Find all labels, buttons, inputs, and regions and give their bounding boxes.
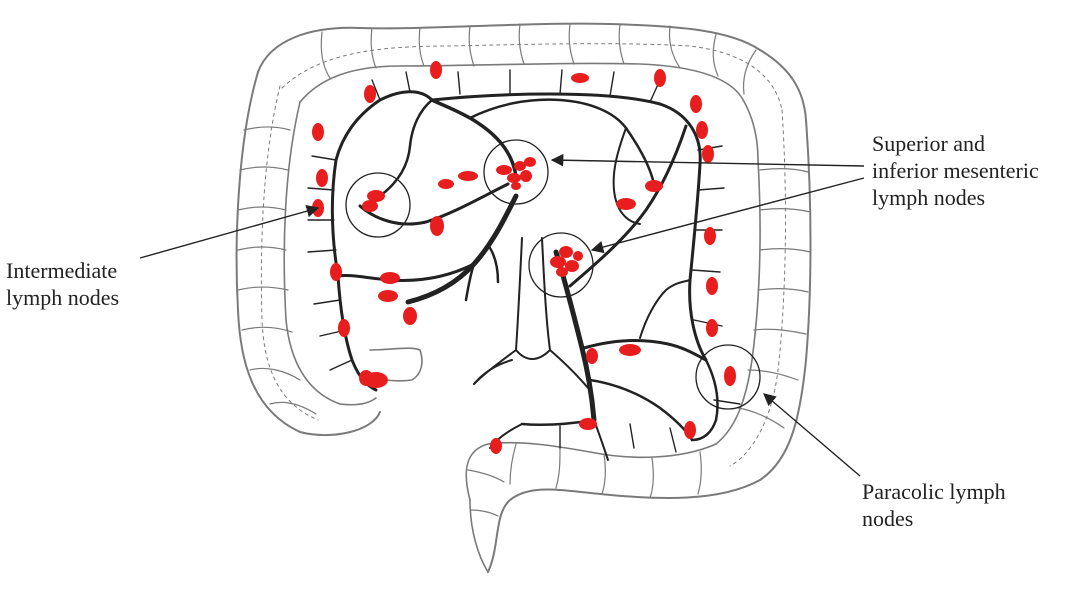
label-line: lymph nodes [872, 184, 1039, 211]
lymph-node [430, 61, 442, 79]
paracolic-arrow [764, 394, 860, 476]
label-line: Intermediate [6, 257, 119, 284]
lymph-node [403, 307, 417, 325]
sigmoid-artery-2 [590, 380, 692, 440]
transverse-colon-inner [300, 63, 758, 160]
vessel-loop-mid [640, 280, 690, 338]
taenia-band [261, 86, 318, 420]
paracolic-lymph-nodes-label: Paracolic lymph nodes [862, 478, 1006, 532]
lymph-node [616, 198, 636, 210]
sma-branch-b [490, 248, 498, 282]
lymph-node [586, 348, 598, 364]
label-line: nodes [862, 505, 1006, 532]
lymph-node [312, 123, 324, 141]
vasa-recta [308, 70, 740, 452]
lymph-nodes [312, 61, 736, 454]
lymph-node [702, 145, 714, 163]
transverse-colon-outer [258, 24, 806, 120]
aorta-left-wall [474, 238, 522, 384]
middle-colic-left [470, 100, 626, 128]
intermediate-arrow [140, 208, 318, 258]
intermediate-node-circle [346, 173, 410, 237]
lymph-node [684, 421, 696, 439]
lymph-node [724, 366, 736, 386]
label-line: inferior mesenteric [872, 157, 1039, 184]
label-line: lymph nodes [6, 284, 119, 311]
lymph-node [706, 319, 718, 337]
lymph-node [490, 438, 502, 454]
lymph-node [330, 263, 342, 281]
descending-haustra [738, 169, 810, 428]
sigmoid-artery-1 [584, 341, 706, 360]
lymph-node [507, 173, 521, 183]
middle-colic-artery [432, 100, 516, 176]
mesenteric-lymph-nodes-label: Superior and inferior mesenteric lymph n… [872, 130, 1039, 211]
lymph-node [430, 216, 444, 236]
inferior-mesenteric-arrow [592, 178, 864, 250]
ascending-colon-outer [237, 72, 380, 435]
lymph-node [619, 344, 641, 356]
ileocolic-artery [338, 264, 474, 280]
lymph-node [362, 200, 378, 212]
lymph-node [690, 95, 702, 113]
ascending-haustra [238, 127, 316, 414]
lymph-node [438, 179, 454, 189]
lymph-node [338, 319, 350, 337]
sigmoid-haustra [468, 444, 701, 516]
lymph-node [378, 290, 398, 302]
lymph-node [696, 121, 708, 139]
left-colic-upper [626, 128, 654, 184]
lymph-node [645, 180, 663, 192]
lymph-node [704, 227, 716, 245]
lymph-node [496, 165, 512, 175]
lymph-node [579, 418, 597, 430]
intermediate-lymph-nodes-label: Intermediate lymph nodes [6, 257, 119, 311]
lymph-node [359, 370, 373, 386]
iliac-left [474, 360, 512, 384]
lymph-node [706, 277, 718, 295]
lymph-node [571, 73, 589, 83]
vessels [308, 70, 740, 460]
transverse-haustra [321, 24, 756, 94]
middle-colic-right [380, 100, 432, 196]
sma-trunk [408, 196, 516, 302]
lymph-node [520, 170, 532, 182]
lymph-node [364, 85, 376, 103]
lymph-node [654, 69, 666, 87]
ima-trunk [556, 252, 594, 420]
lymph-node [573, 251, 583, 261]
lymph-node [524, 157, 536, 167]
sigmoid-colon-inner [466, 443, 716, 500]
label-line: Superior and [872, 130, 1039, 157]
label-line: Paracolic lymph [862, 478, 1006, 505]
ascending-colon-inner [284, 102, 376, 405]
lymph-node [380, 272, 400, 284]
colon [237, 24, 811, 572]
lymph-node [511, 182, 521, 190]
lymph-node [559, 246, 573, 258]
lymph-node [550, 256, 566, 268]
sigmoid-colon-outer [488, 480, 760, 572]
iliac-split [516, 350, 550, 359]
lymph-node [316, 169, 328, 187]
lymph-node [556, 267, 568, 277]
lymph-node [458, 171, 478, 181]
